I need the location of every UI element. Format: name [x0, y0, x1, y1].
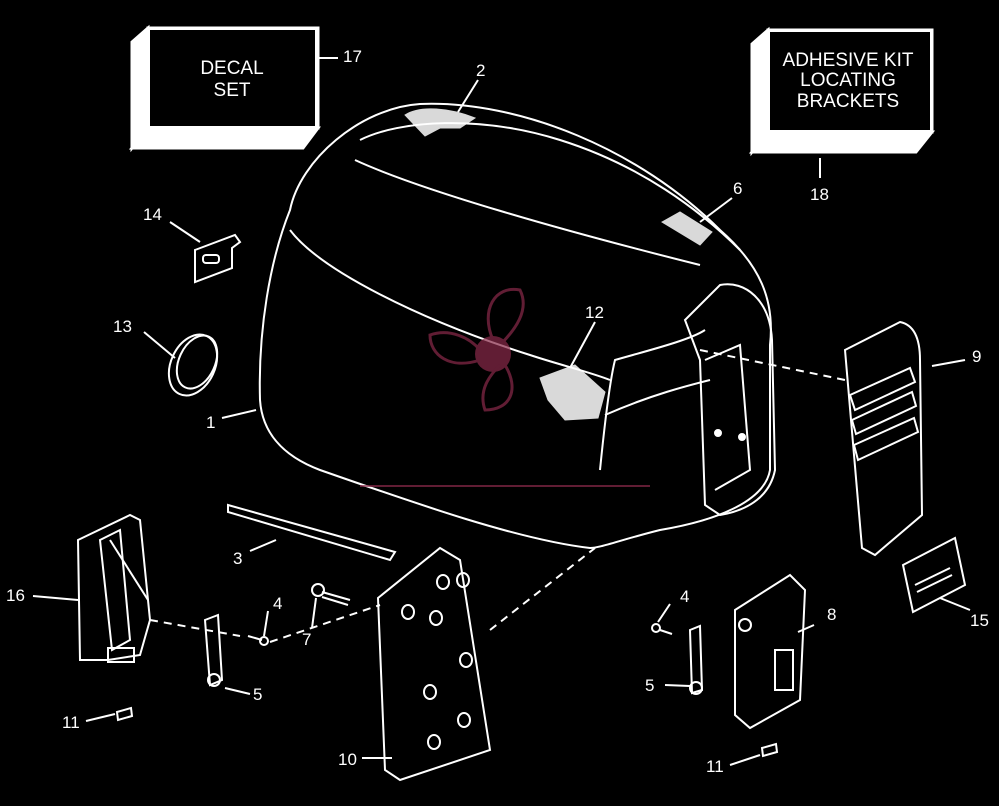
latch-left — [203, 613, 224, 687]
adhesive-kit-line3: BRACKETS — [797, 91, 899, 112]
screw-right — [651, 623, 673, 635]
callout-12: 12 — [585, 303, 604, 322]
assembly-lines — [149, 349, 846, 643]
callout-11-left: 11 — [62, 713, 80, 732]
callout-14: 14 — [143, 205, 162, 224]
callout-2: 2 — [476, 61, 485, 80]
callout-11-right: 11 — [706, 757, 724, 776]
callout-16: 16 — [6, 586, 25, 605]
adhesive-kit-line2: LOCATING — [800, 70, 896, 91]
watermark-logo — [360, 287, 650, 487]
callout-18: 18 — [810, 185, 829, 204]
grommets — [115, 706, 779, 758]
callout-4-left: 4 — [273, 594, 282, 613]
callout-8: 8 — [827, 605, 836, 624]
callout-numbers: 1 2 3 4 4 5 5 6 7 8 9 10 11 11 12 13 14 … — [6, 47, 989, 776]
callout-6: 6 — [733, 179, 742, 198]
callout-15: 15 — [970, 611, 989, 630]
intake-grille — [843, 320, 924, 557]
seal-strip — [227, 503, 397, 562]
decal-set-line2: SET — [214, 80, 251, 101]
callout-1: 1 — [206, 413, 215, 432]
screw-left — [247, 635, 269, 646]
clip-bracket-part — [194, 233, 242, 284]
callout-10: 10 — [338, 750, 357, 769]
adhesive-kit-line1: ADHESIVE KIT — [783, 50, 914, 71]
adhesive-kit-box: ADHESIVE KIT LOCATING BRACKETS — [748, 26, 936, 157]
callout-17: 17 — [343, 47, 362, 66]
disc-part — [167, 333, 219, 397]
right-plate — [734, 573, 807, 730]
callout-13: 13 — [113, 317, 132, 336]
decal-set-box: DECAL SET — [128, 24, 321, 153]
bolt — [311, 583, 351, 606]
engine-cover — [258, 102, 777, 550]
callout-4-right: 4 — [680, 587, 689, 606]
mounting-plate — [376, 546, 492, 782]
leader-lines — [32, 79, 971, 766]
callout-5-right: 5 — [645, 676, 654, 695]
callout-7: 7 — [302, 630, 311, 649]
left-bracket-part — [76, 513, 152, 663]
label-plate — [901, 536, 967, 614]
decal-patches — [404, 108, 713, 421]
callout-9: 9 — [972, 347, 981, 366]
callout-5-left: 5 — [253, 685, 262, 704]
latch-right — [688, 624, 704, 695]
decal-set-line1: DECAL — [200, 58, 263, 79]
callout-3: 3 — [233, 549, 242, 568]
